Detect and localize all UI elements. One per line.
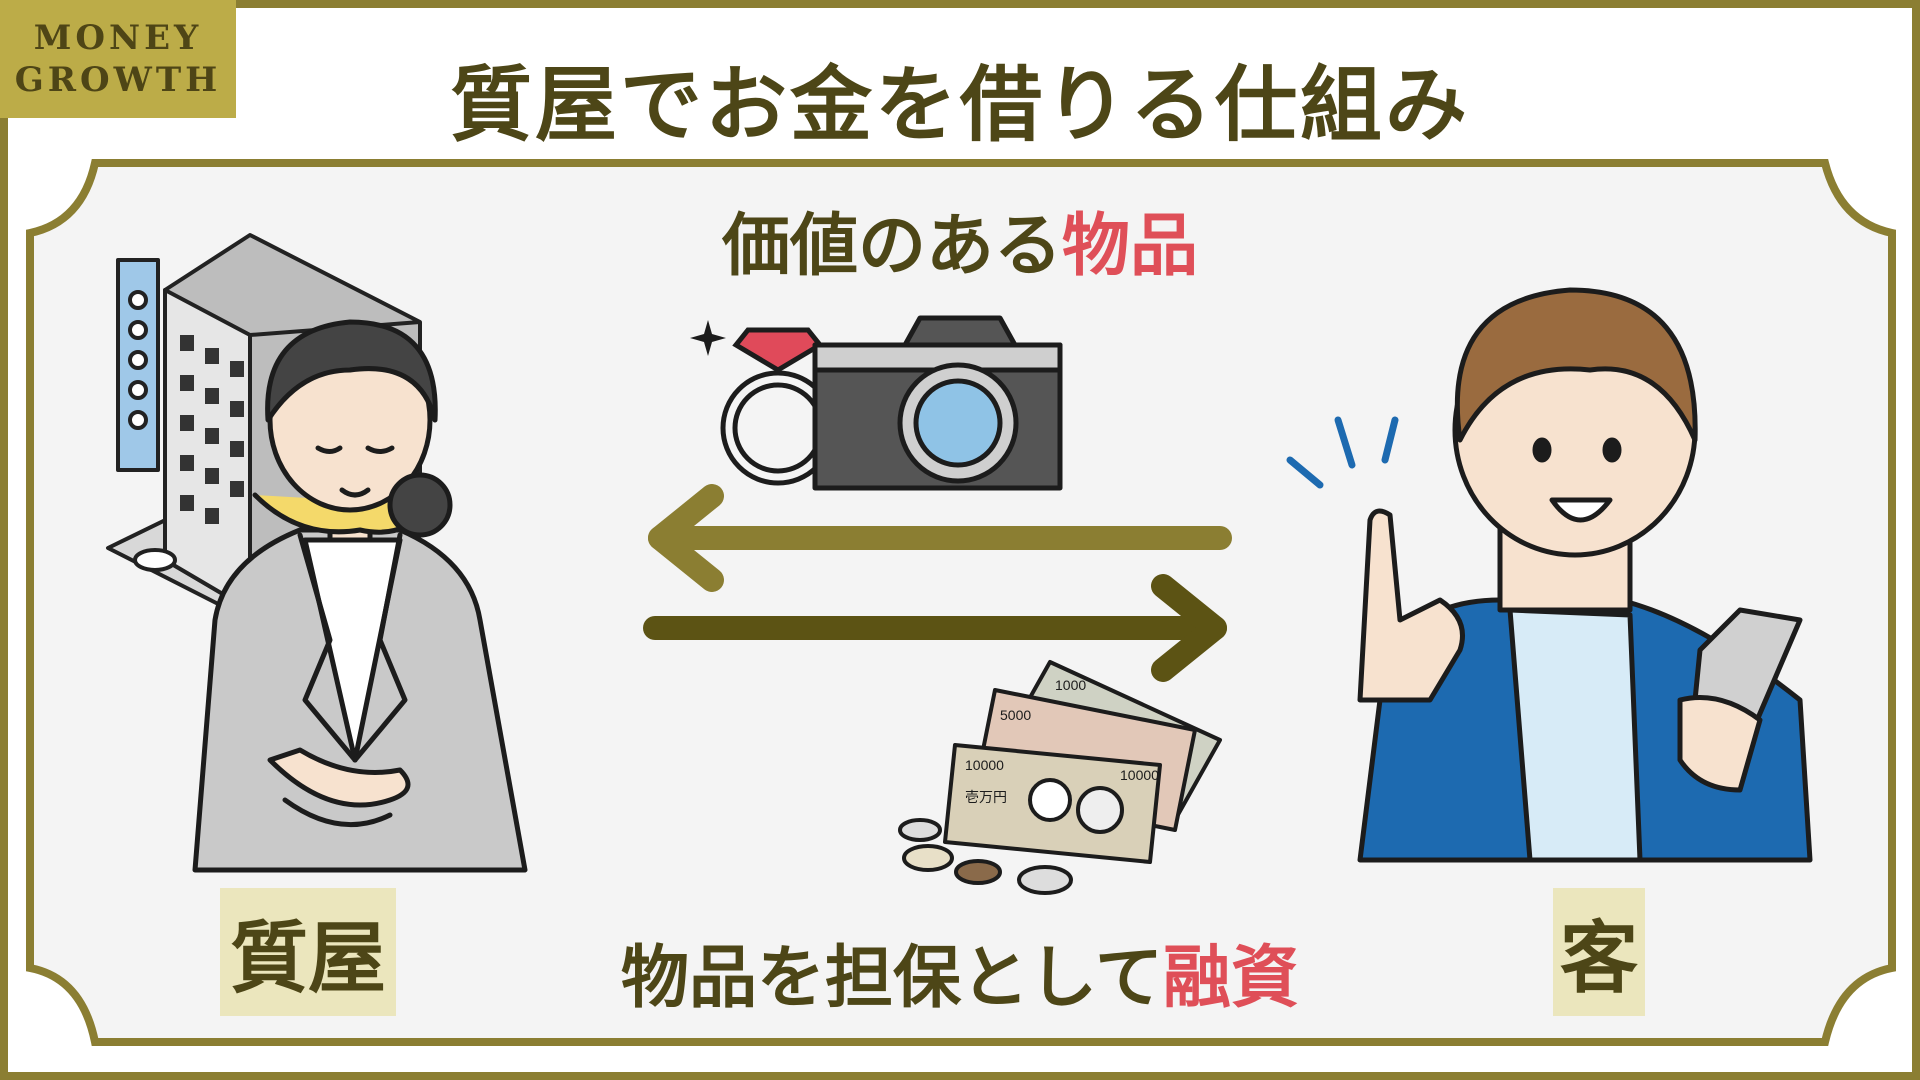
note-10000-label: 10000	[965, 757, 1004, 773]
coins-icon	[898, 818, 1073, 895]
brand-line-2: GROWTH	[14, 60, 222, 100]
value-caption: 価値のある物品	[640, 190, 1280, 289]
sparkle-icon	[690, 320, 726, 356]
loan-caption-highlight: 融資	[1162, 939, 1299, 1018]
note-5000-label: 5000	[1000, 707, 1031, 723]
arrow-right-icon	[643, 574, 1227, 682]
customer-figure	[1357, 287, 1813, 863]
note-10000-label-right: 10000	[1120, 767, 1159, 783]
pawnshop-clerk-figure	[192, 319, 528, 873]
brand-line-1: MONEY	[33, 17, 203, 58]
loan-caption-prefix: 物品を担保として	[621, 939, 1163, 1018]
loan-caption: 物品を担保として融資	[560, 922, 1360, 1021]
banknotes-icon	[943, 660, 1222, 864]
value-caption-highlight: 物品	[1062, 207, 1199, 286]
brand-badge: MONEY GROWTH	[0, 0, 236, 118]
pawnshop-label: 質屋	[220, 888, 396, 1016]
camera-icon	[812, 315, 1063, 491]
arrow-left-icon	[648, 484, 1232, 592]
value-caption-prefix: 価値のある	[721, 207, 1062, 286]
page-title: 質屋でお金を借りる仕組み	[449, 58, 1470, 153]
note-kanji-label: 壱万円	[965, 789, 1007, 805]
note-1000-label: 1000	[1055, 677, 1086, 693]
excitement-lines-icon	[1286, 416, 1399, 489]
customer-label: 客	[1553, 888, 1645, 1016]
banknote-labels: 1000 5000 10000 10000 壱万円	[965, 677, 1159, 805]
